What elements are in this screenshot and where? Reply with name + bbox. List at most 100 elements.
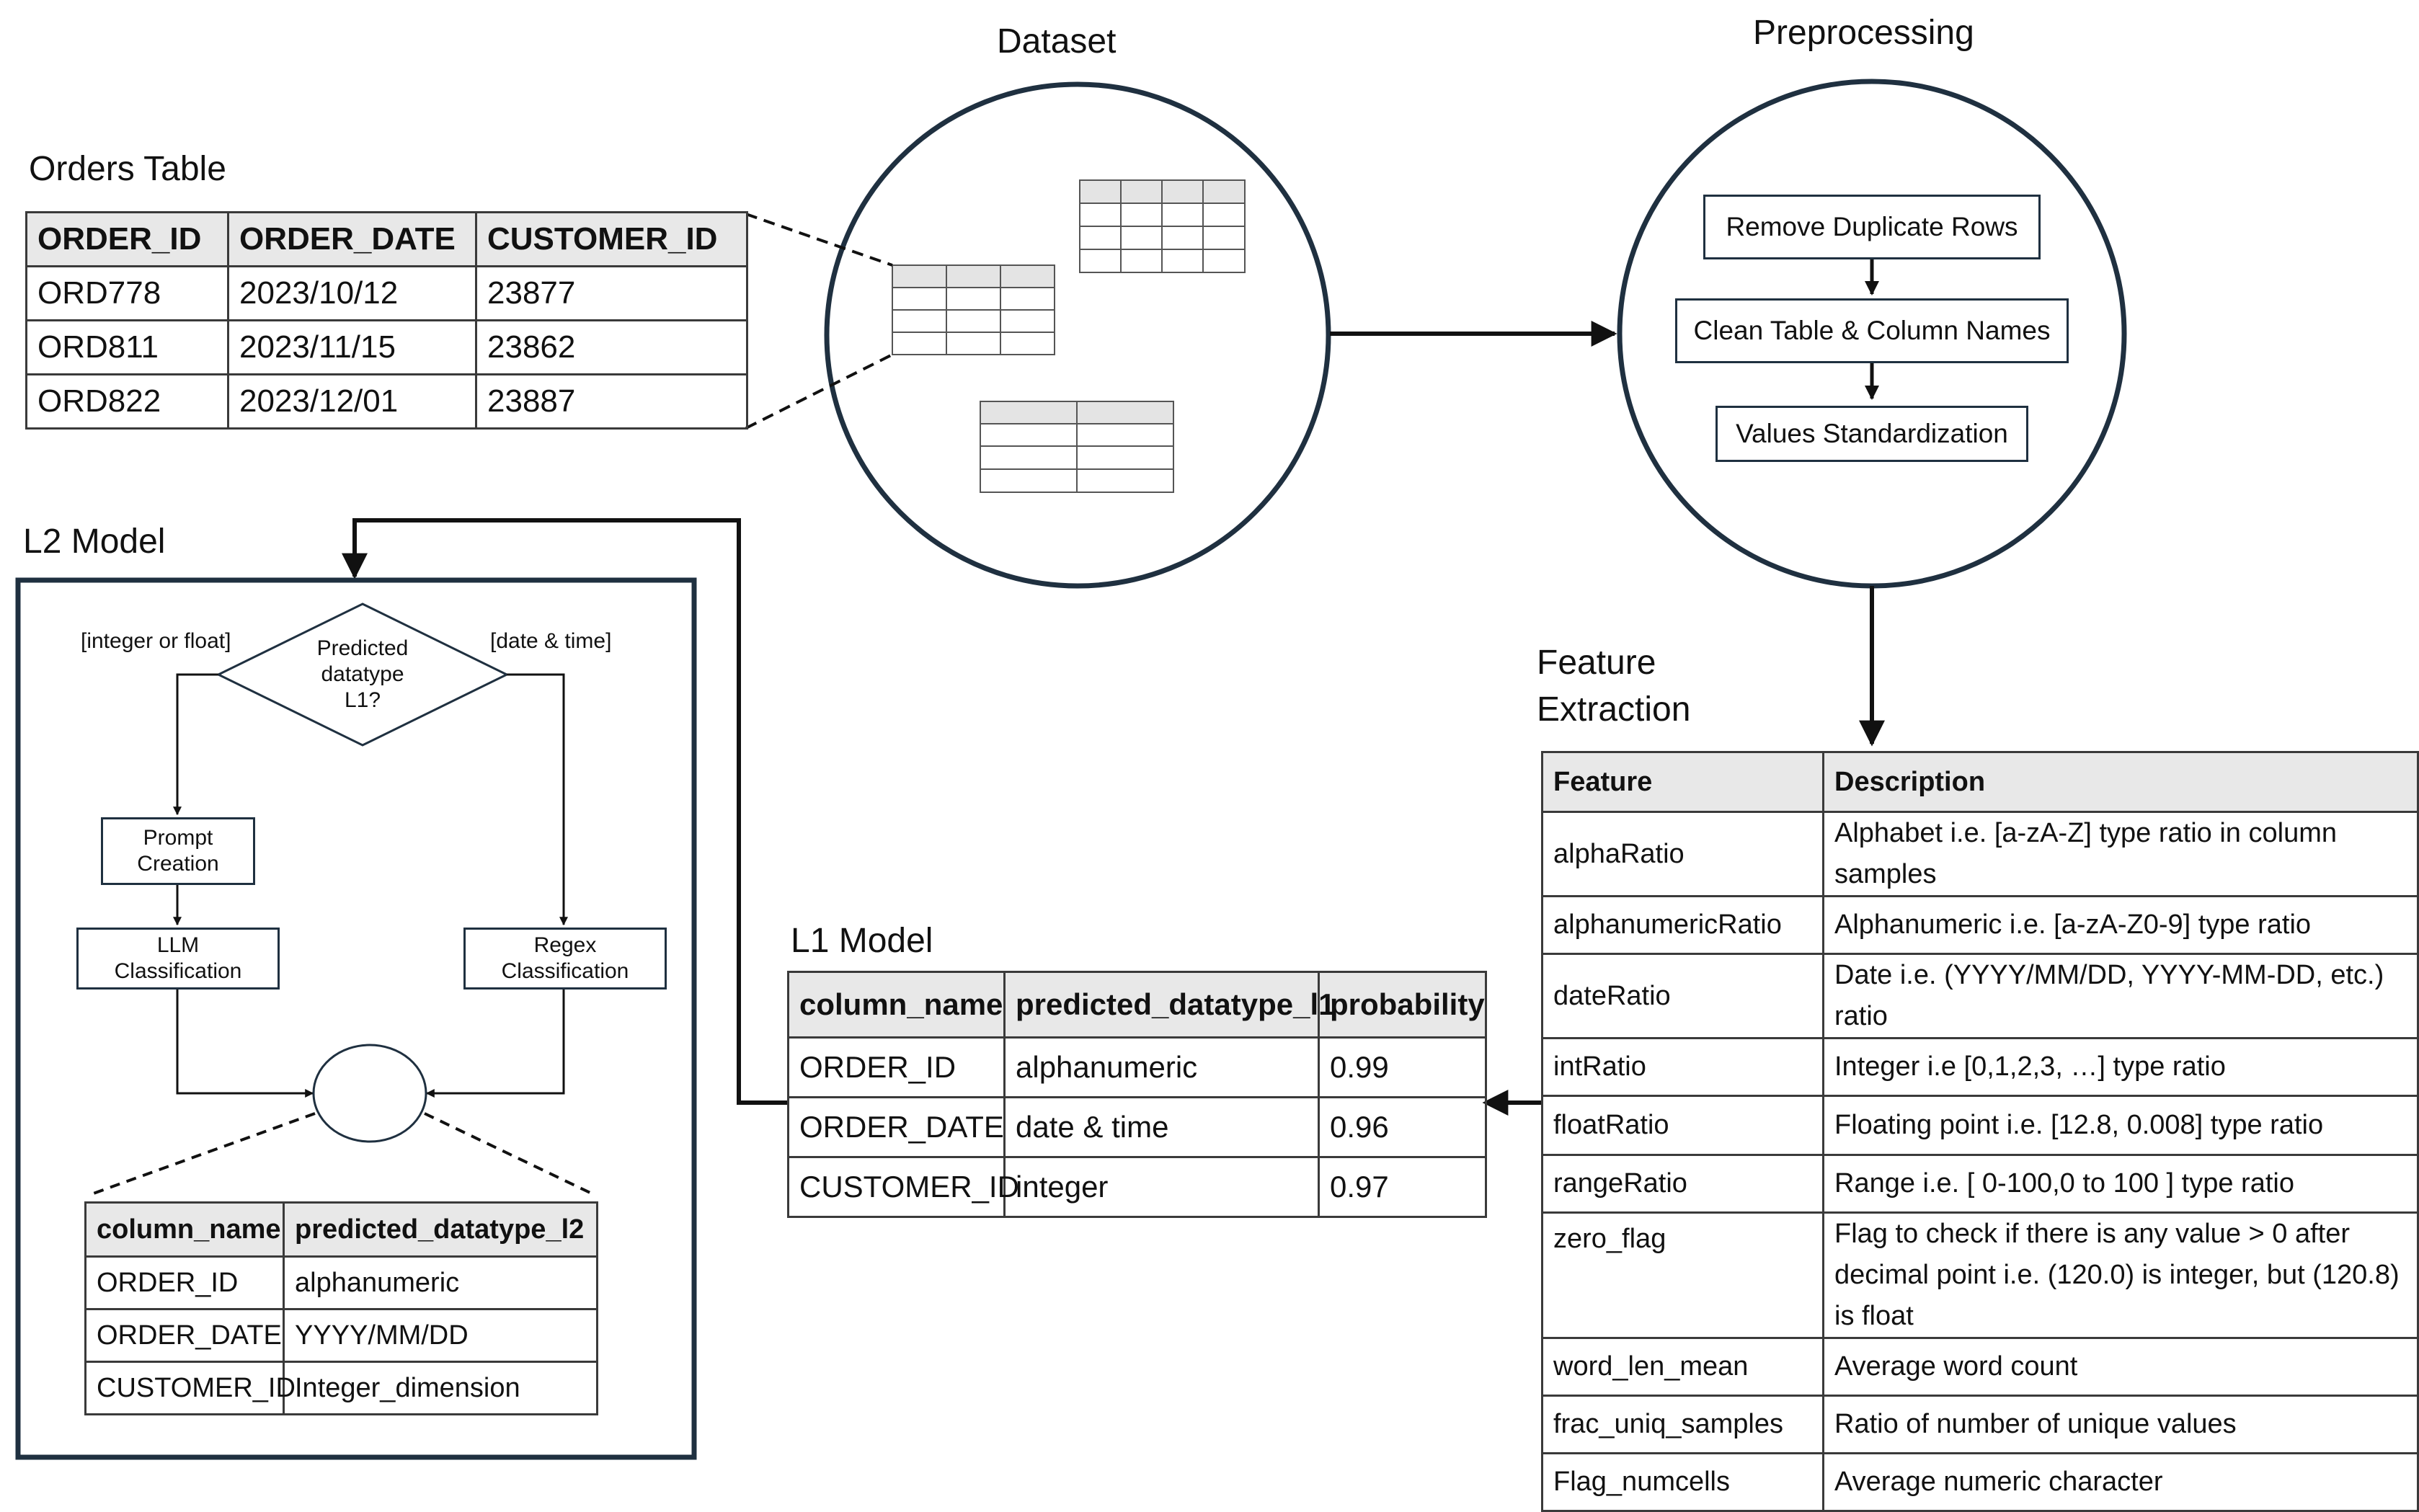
- table-row: alphaRatio Alphabet i.e. [a-zA-Z] type r…: [1541, 811, 2419, 897]
- table-row: ORDER_ID alphanumeric: [84, 1255, 598, 1310]
- table-cell: ORDER_DATE: [84, 1308, 285, 1363]
- l2-header-predicted-datatype: predicted_datatype_l2: [283, 1201, 598, 1258]
- feature-name-cell: Flag_numcells: [1541, 1452, 1824, 1512]
- description-header: Description: [1822, 751, 2419, 813]
- feature-name-cell: alphaRatio: [1541, 811, 1824, 897]
- l2-zoom-line-left: [89, 1112, 316, 1196]
- l2-model-frame: [15, 577, 697, 1460]
- feature-table: Feature Description alphaRatio Alphabet …: [1541, 751, 2419, 1512]
- table-row: rangeRatio Range i.e. [ 0-100,0 to 100 ]…: [1541, 1154, 2419, 1214]
- feature-header: Feature: [1541, 751, 1824, 813]
- branch-label-integer-float: [integer or float]: [81, 629, 231, 653]
- l1-header-column-name: column_name: [787, 971, 1006, 1039]
- feature-description-cell: Alphabet i.e. [a-zA-Z] type ratio in col…: [1822, 811, 2419, 897]
- table-row: Flag_numcells Average numeric character: [1541, 1452, 2419, 1512]
- table-header-row: column_name predicted_datatype_l1 probab…: [787, 971, 1487, 1039]
- flow-right-branch: [507, 673, 568, 926]
- llm-classification-box: LLM Classification: [76, 928, 280, 990]
- feature-description-cell: Alphanumeric i.e. [a-zA-Z0-9] type ratio: [1822, 895, 2419, 955]
- merge-node: [312, 1044, 427, 1143]
- feature-name-cell: intRatio: [1541, 1037, 1824, 1097]
- l1-header-predicted-datatype: predicted_datatype_l1: [1003, 971, 1336, 1039]
- feature-extraction-heading: Feature Extraction: [1537, 644, 1691, 729]
- flow-left-branch: [173, 673, 218, 816]
- table-cell: ORDER_ID: [787, 1036, 1006, 1098]
- table-row: ORDER_DATE YYYY/MM/DD: [84, 1308, 598, 1363]
- prompt-creation-box: Prompt Creation: [101, 817, 255, 885]
- table-row: floatRatio Floating point i.e. [12.8, 0.…: [1541, 1095, 2419, 1156]
- table-cell: YYYY/MM/DD: [283, 1308, 598, 1363]
- l1-model-heading: L1 Model: [791, 922, 933, 960]
- table-cell: CUSTOMER_ID: [787, 1156, 1019, 1218]
- feature-description-cell: Integer i.e [0,1,2,3, …] type ratio: [1822, 1037, 2419, 1097]
- feature-name-cell: word_len_mean: [1541, 1337, 1824, 1397]
- decision-diamond: [216, 602, 510, 747]
- feature-description-cell: Date i.e. (YYYY/MM/DD, YYYY-MM-DD, etc.)…: [1822, 953, 2419, 1039]
- feature-description-cell: Range i.e. [ 0-100,0 to 100 ] type ratio: [1822, 1154, 2419, 1214]
- l1-header-probability: probability: [1318, 971, 1487, 1039]
- diagram-canvas: [15, 79, 2127, 1460]
- table-header-row: column_name predicted_datatype_l2: [84, 1201, 598, 1258]
- table-cell: ORD822: [25, 373, 229, 430]
- table-cell: 0.96: [1318, 1096, 1487, 1158]
- decision-text: Predicted datatype L1?: [316, 636, 409, 712]
- l1-to-l2-arrow: [342, 518, 787, 1105]
- table-cell: 23887: [475, 373, 748, 430]
- table-cell: ORD811: [25, 319, 229, 375]
- feature-name-cell: rangeRatio: [1541, 1154, 1824, 1214]
- regex-classification-box: Regex Classification: [463, 928, 667, 990]
- l2-zoom-line-right: [424, 1112, 595, 1196]
- table-row: alphanumericRatio Alphanumeric i.e. [a-z…: [1541, 895, 2419, 955]
- orders-header-customer-id: CUSTOMER_ID: [475, 211, 748, 267]
- orders-table: ORDER_ID ORDER_DATE CUSTOMER_ID ORD778 2…: [25, 211, 748, 430]
- table-row: CUSTOMER_ID Integer_dimension: [84, 1361, 598, 1415]
- table-cell: 2023/11/15: [227, 319, 477, 375]
- feature-description-cell: Flag to check if there is any value > 0 …: [1822, 1211, 2419, 1339]
- table-row: CUSTOMER_ID integer 0.97: [787, 1156, 1487, 1218]
- table-cell: ORDER_ID: [84, 1255, 285, 1310]
- table-row: word_len_mean Average word count: [1541, 1337, 2419, 1397]
- table-cell: 23877: [475, 265, 748, 321]
- table-row: intRatio Integer i.e [0,1,2,3, …] type r…: [1541, 1037, 2419, 1097]
- table-cell: 0.99: [1318, 1036, 1487, 1098]
- orders-table-heading: Orders Table: [29, 150, 226, 188]
- flow-regex-to-merge: [425, 989, 565, 1098]
- dataset-heading: Dataset: [997, 22, 1117, 61]
- l2-header-column-name: column_name: [84, 1201, 285, 1258]
- table-row: ORD811 2023/11/15 23862: [25, 319, 748, 375]
- preprocessing-heading: Preprocessing: [1753, 14, 1974, 52]
- l1-predictions-table: column_name predicted_datatype_l1 probab…: [787, 971, 1487, 1218]
- orders-header-order-date: ORDER_DATE: [227, 211, 477, 267]
- table-cell: Integer_dimension: [283, 1361, 598, 1415]
- table-cell: 2023/12/01: [227, 373, 477, 430]
- table-cell: ORD778: [25, 265, 229, 321]
- table-row: frac_uniq_samples Ratio of number of uni…: [1541, 1395, 2419, 1454]
- branch-label-date-time: [date & time]: [490, 629, 612, 653]
- table-cell: CUSTOMER_ID: [84, 1361, 296, 1415]
- table-cell: alphanumeric: [283, 1255, 598, 1310]
- table-cell: date & time: [1003, 1096, 1320, 1158]
- table-cell: 2023/10/12: [227, 265, 477, 321]
- feature-name-cell: floatRatio: [1541, 1095, 1824, 1156]
- table-cell: 0.97: [1318, 1156, 1487, 1218]
- table-cell: alphanumeric: [1003, 1036, 1320, 1098]
- table-row: ORD822 2023/12/01 23887: [25, 373, 748, 430]
- table-row: ORDER_ID alphanumeric 0.99: [787, 1036, 1487, 1098]
- clean-table-column-names-box: Clean Table & Column Names: [1675, 298, 2069, 363]
- l2-model-heading: L2 Model: [23, 522, 166, 561]
- remove-duplicate-rows-box: Remove Duplicate Rows: [1703, 195, 2041, 259]
- feature-description-cell: Ratio of number of unique values: [1822, 1395, 2419, 1454]
- zoom-line-bottom: [745, 353, 893, 430]
- dataset-mini-table-icons: [892, 179, 1246, 493]
- feature-name-cell: alphanumericRatio: [1541, 895, 1824, 955]
- table-row: ORD778 2023/10/12 23877: [25, 265, 748, 321]
- feature-description-cell: Average word count: [1822, 1337, 2419, 1397]
- dataset-circle: [824, 81, 1331, 589]
- feature-name-cell: dateRatio: [1541, 953, 1824, 1039]
- l2-predictions-table: column_name predicted_datatype_l2 ORDER_…: [84, 1201, 598, 1415]
- table-row: ORDER_DATE date & time 0.96: [787, 1096, 1487, 1158]
- values-standardization-box: Values Standardization: [1716, 406, 2028, 462]
- feature-description-cell: Average numeric character: [1822, 1452, 2419, 1512]
- table-row: zero_flag Flag to check if there is any …: [1541, 1211, 2419, 1339]
- flow-llm-to-merge: [176, 989, 314, 1098]
